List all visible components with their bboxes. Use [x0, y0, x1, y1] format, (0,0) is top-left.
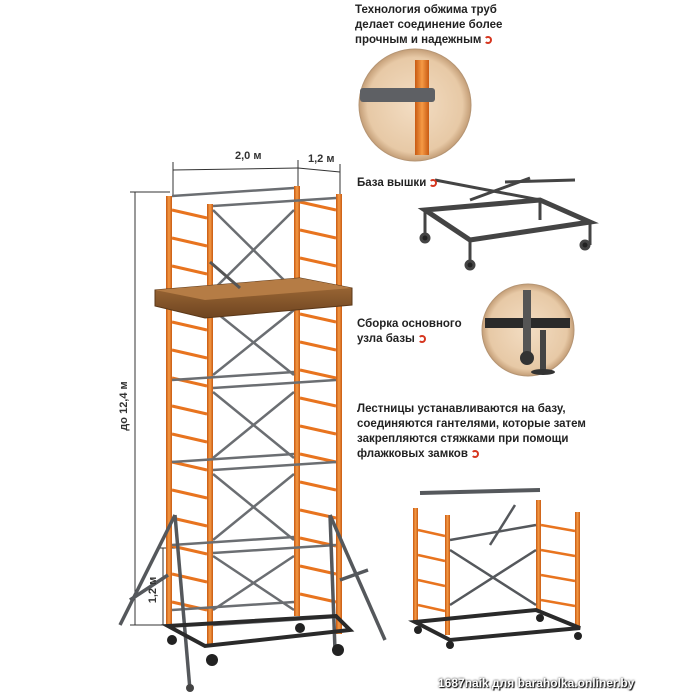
- outrigger-dimension-label: 1,2 м: [147, 576, 159, 604]
- steel-braces: [171, 186, 337, 627]
- arrow-marker-icon: [484, 36, 493, 44]
- dimension-lines: [130, 160, 341, 626]
- outriggers: [118, 514, 387, 691]
- watermark: 1687naik для baraholka.onliner.by: [438, 676, 635, 690]
- tower-base: [160, 613, 355, 692]
- assembly-caption: Сборка основного узла базы: [357, 317, 462, 347]
- tower-base-detail: [417, 176, 599, 271]
- crimp-caption-line-3: прочным и надежным: [355, 34, 482, 46]
- ladders-caption-line-4: флажковых замков: [357, 448, 468, 460]
- wooden-platform: [154, 260, 353, 319]
- ladders-caption-line-2: соединяются гантелями, которые затем: [357, 418, 586, 430]
- assembly-detail-circle: [481, 283, 575, 377]
- depth-dimension-label: 1,2 м: [308, 153, 335, 165]
- ladders-caption: Лестницы устанавливаются на базу, соедин…: [357, 402, 597, 462]
- height-dimension-label: до 12,4 м: [118, 381, 130, 431]
- arrow-marker-icon: [470, 450, 479, 458]
- ladders-caption-line-3: закрепляются стяжками при помощи: [357, 433, 569, 445]
- right-ladder-frame: [294, 186, 342, 634]
- assembly-caption-line-1: Сборка основного: [357, 318, 462, 330]
- base-caption: База вышки: [357, 176, 438, 191]
- assembly-caption-line-2-wrap: узла базы: [357, 332, 462, 347]
- arrow-marker-icon: [417, 335, 426, 343]
- ladder-assembly-illustration: [408, 488, 582, 649]
- crimp-caption-line-2: делает соединение более: [355, 19, 503, 31]
- arrow-marker-icon: [429, 179, 438, 187]
- width-dimension-label: 2,0 м: [235, 150, 262, 162]
- base-caption-text: База вышки: [357, 177, 427, 189]
- crimp-caption: Технология обжима труб делает соединение…: [355, 3, 555, 48]
- left-ladder-frame: [166, 196, 213, 644]
- ladders-caption-line-1: Лестницы устанавливаются на базу,: [357, 403, 566, 415]
- crimp-detail-circle: [358, 48, 472, 162]
- crimp-caption-line-3-wrap: прочным и надежным: [355, 33, 555, 48]
- assembly-caption-line-2: узла базы: [357, 333, 415, 345]
- ladders-caption-line-4-wrap: флажковых замков: [357, 447, 597, 462]
- crimp-caption-line-1: Технология обжима труб: [355, 4, 497, 16]
